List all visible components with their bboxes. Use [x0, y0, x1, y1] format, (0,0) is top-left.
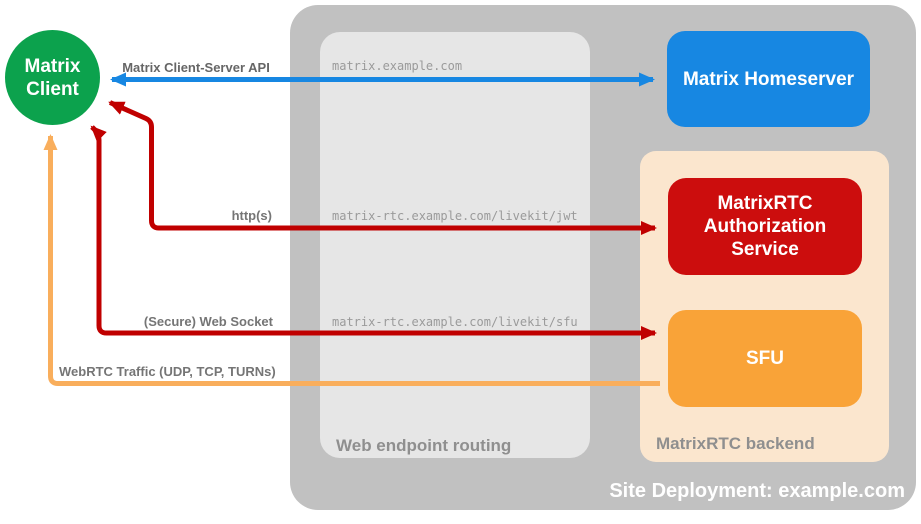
sfu-label: SFU: [746, 348, 784, 369]
matrixrtc-auth-service-node: MatrixRTC Authorization Service: [668, 178, 862, 275]
matrix-homeserver-label: Matrix Homeserver: [682, 68, 855, 90]
sfu-node: SFU: [668, 310, 862, 407]
matrix-client-label: Matrix Client: [24, 55, 81, 100]
site-deployment-title: Site Deployment: example.com: [609, 480, 905, 502]
endpoint-livekit-jwt: matrix-rtc.example.com/livekit/jwt: [332, 209, 578, 223]
matrix-homeserver-node: Matrix Homeserver: [667, 31, 870, 127]
arrow-label-https: http(s): [231, 208, 272, 223]
arrow-label-webrtc: WebRTC Traffic (UDP, TCP, TURNs): [59, 364, 276, 379]
web-endpoint-routing-caption: Web endpoint routing: [336, 436, 512, 455]
endpoint-matrix-example-com: matrix.example.com: [332, 59, 463, 73]
matrixrtc-backend-caption: MatrixRTC backend: [656, 434, 815, 453]
web-endpoint-routing-panel: [320, 32, 590, 458]
matrixrtc-auth-service-label: MatrixRTC Authorization Service: [703, 193, 827, 260]
matrix-client-node: Matrix Client: [5, 30, 100, 125]
endpoint-livekit-sfu: matrix-rtc.example.com/livekit/sfu: [332, 315, 578, 329]
arrow-label-websocket: (Secure) Web Socket: [143, 314, 273, 329]
arrow-label-client-server-api: Matrix Client-Server API: [122, 60, 270, 75]
